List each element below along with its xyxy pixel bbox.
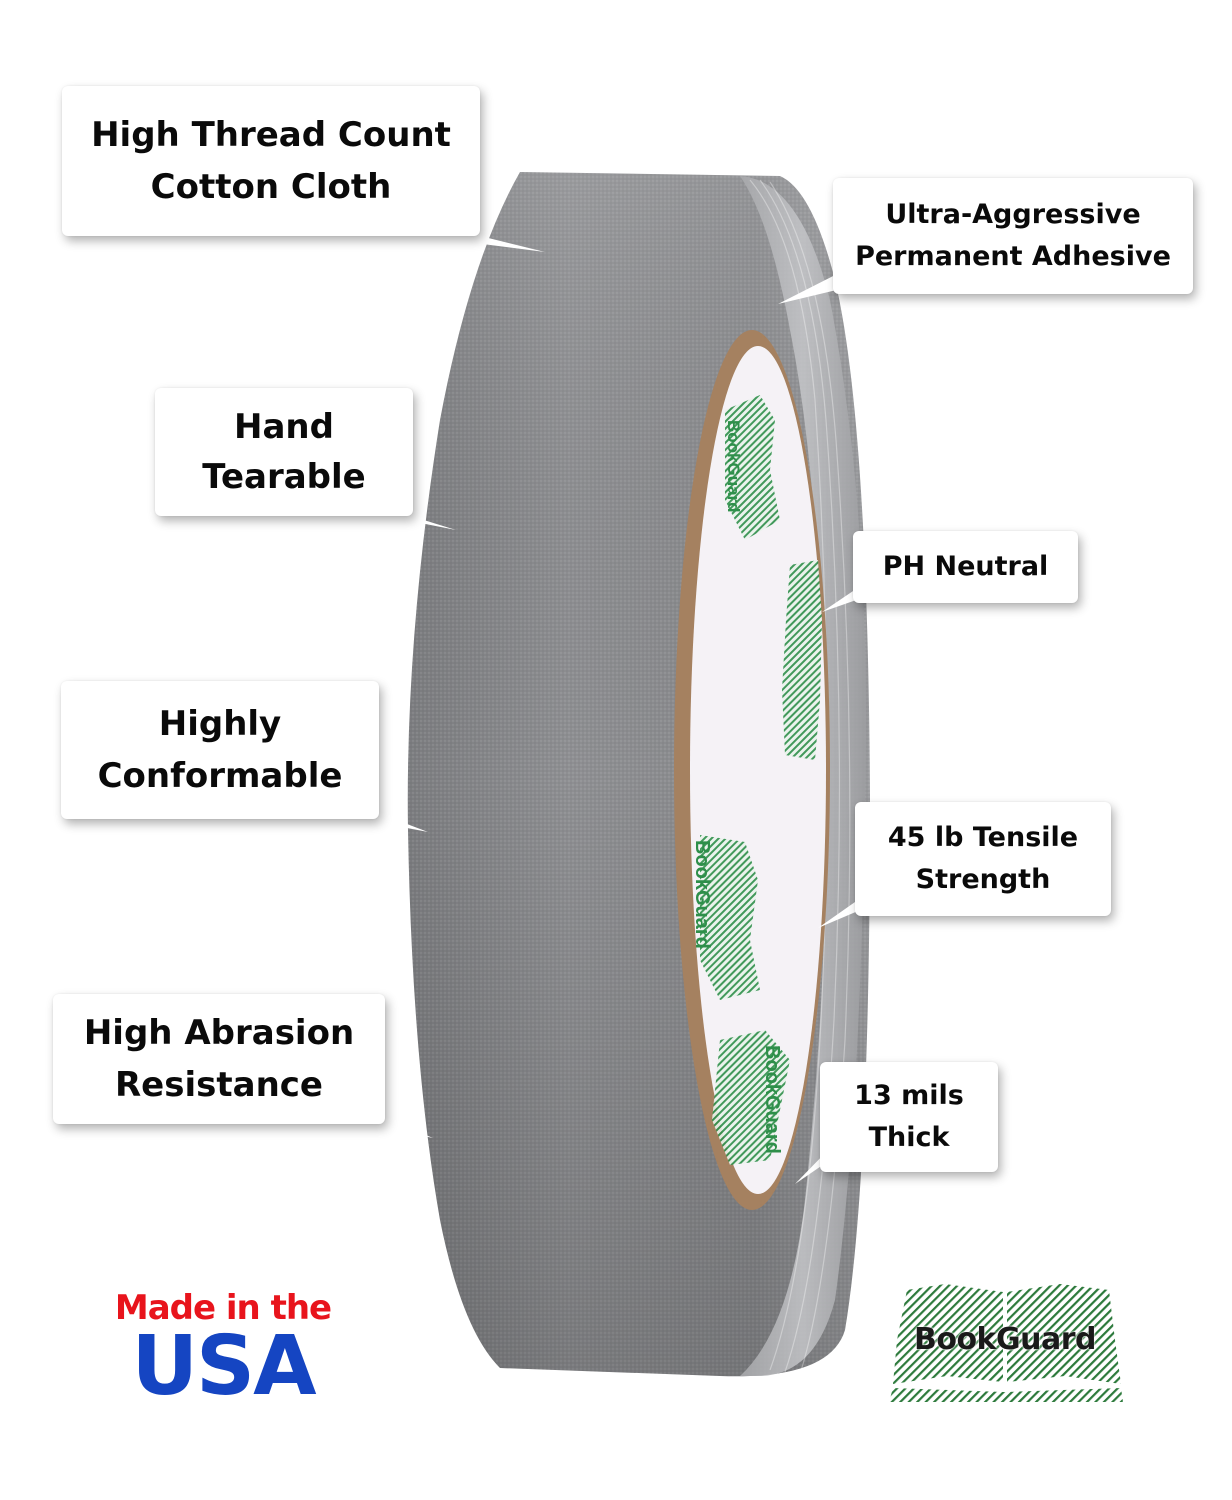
badge-line-usa: USA xyxy=(131,1319,316,1414)
callout-line: Strength xyxy=(915,864,1051,895)
callout-line: PH Neutral xyxy=(882,551,1049,582)
svg-text:BookGuard: BookGuard xyxy=(691,840,713,949)
bookguard-logo: BookGuard xyxy=(885,1280,1125,1405)
core-logo-prints xyxy=(700,395,822,1165)
callout-line: High Thread Count xyxy=(91,115,451,155)
callout-high-thread-count: High Thread Count Cotton Cloth xyxy=(62,86,480,236)
callout-adhesive: Ultra-Aggressive Permanent Adhesive xyxy=(833,178,1193,294)
callout-abrasion-resistance: High Abrasion Resistance xyxy=(53,994,385,1124)
callout-line: Cotton Cloth xyxy=(150,167,392,207)
callout-line: 45 lb Tensile xyxy=(887,822,1079,853)
callout-line: Hand xyxy=(234,407,334,447)
callout-line: High Abrasion xyxy=(83,1013,355,1053)
callout-line: Ultra-Aggressive xyxy=(885,199,1141,230)
callout-hand-tearable: Hand Tearable xyxy=(155,388,413,516)
badge-line-made-in-the: Made in the xyxy=(114,1288,332,1328)
made-in-usa-badge: Made in the USA xyxy=(98,1288,348,1418)
logo-wordmark: BookGuard xyxy=(913,1322,1097,1357)
core-print-text: BookGuard xyxy=(724,420,743,513)
callout-line: Thick xyxy=(868,1122,950,1153)
callout-ph-neutral: PH Neutral xyxy=(853,531,1078,603)
callout-line: Highly xyxy=(158,704,282,744)
callout-thickness: 13 mils Thick xyxy=(820,1062,998,1172)
callout-line: Permanent Adhesive xyxy=(855,241,1171,272)
callout-line: Resistance xyxy=(115,1065,323,1105)
callout-line: 13 mils xyxy=(854,1080,964,1111)
callout-line: Tearable xyxy=(202,457,366,497)
callout-tensile-strength: 45 lb Tensile Strength xyxy=(855,802,1111,916)
svg-text:BookGuard: BookGuard xyxy=(761,1045,783,1154)
callout-line: Conformable xyxy=(97,756,343,796)
callout-highly-conformable: Highly Conformable xyxy=(61,681,379,819)
open-book-icon xyxy=(889,1284,1123,1402)
